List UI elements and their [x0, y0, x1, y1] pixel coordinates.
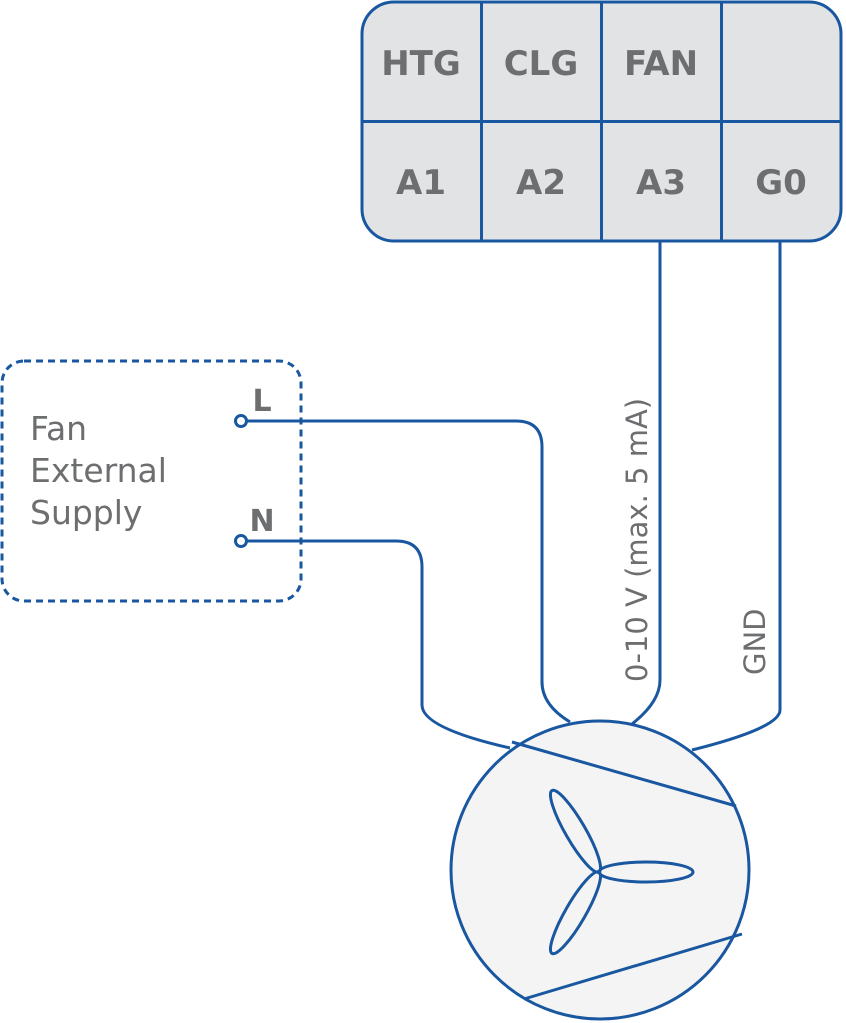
terminal-label-a2: A2 — [516, 163, 566, 203]
terminal-l-dot — [234, 414, 248, 428]
wire-n — [247, 539, 511, 750]
terminal-label-a3: A3 — [636, 163, 686, 203]
terminal-label-fan: FAN — [624, 44, 698, 84]
terminal-label-a1: A1 — [396, 163, 446, 203]
wire-signal — [631, 241, 662, 726]
wire-ground — [691, 241, 782, 752]
terminal-n-label: N — [249, 504, 274, 539]
supply-label-line-2: External — [30, 451, 167, 490]
terminal-label-htg: HTG — [381, 44, 461, 84]
supply-label-line-1: Fan — [30, 409, 87, 448]
wire-l — [247, 419, 571, 724]
fan-motor — [449, 719, 751, 1021]
terminal-l-label: L — [252, 384, 271, 419]
terminal-n-dot — [234, 534, 248, 548]
fan-icon — [548, 788, 695, 956]
terminal-label-clg: CLG — [504, 44, 579, 84]
wires — [247, 241, 782, 752]
terminal-label-g0: G0 — [755, 163, 807, 203]
signal-wire-label: 0-10 V (max. 5 mA) — [620, 398, 654, 682]
ground-wire-label: GND — [738, 609, 772, 676]
terminal-block: HTG CLG FAN A1 A2 A3 G0 — [360, 0, 843, 243]
external-supply-box: Fan External Supply L N — [0, 359, 303, 603]
supply-label-line-3: Supply — [30, 493, 142, 532]
